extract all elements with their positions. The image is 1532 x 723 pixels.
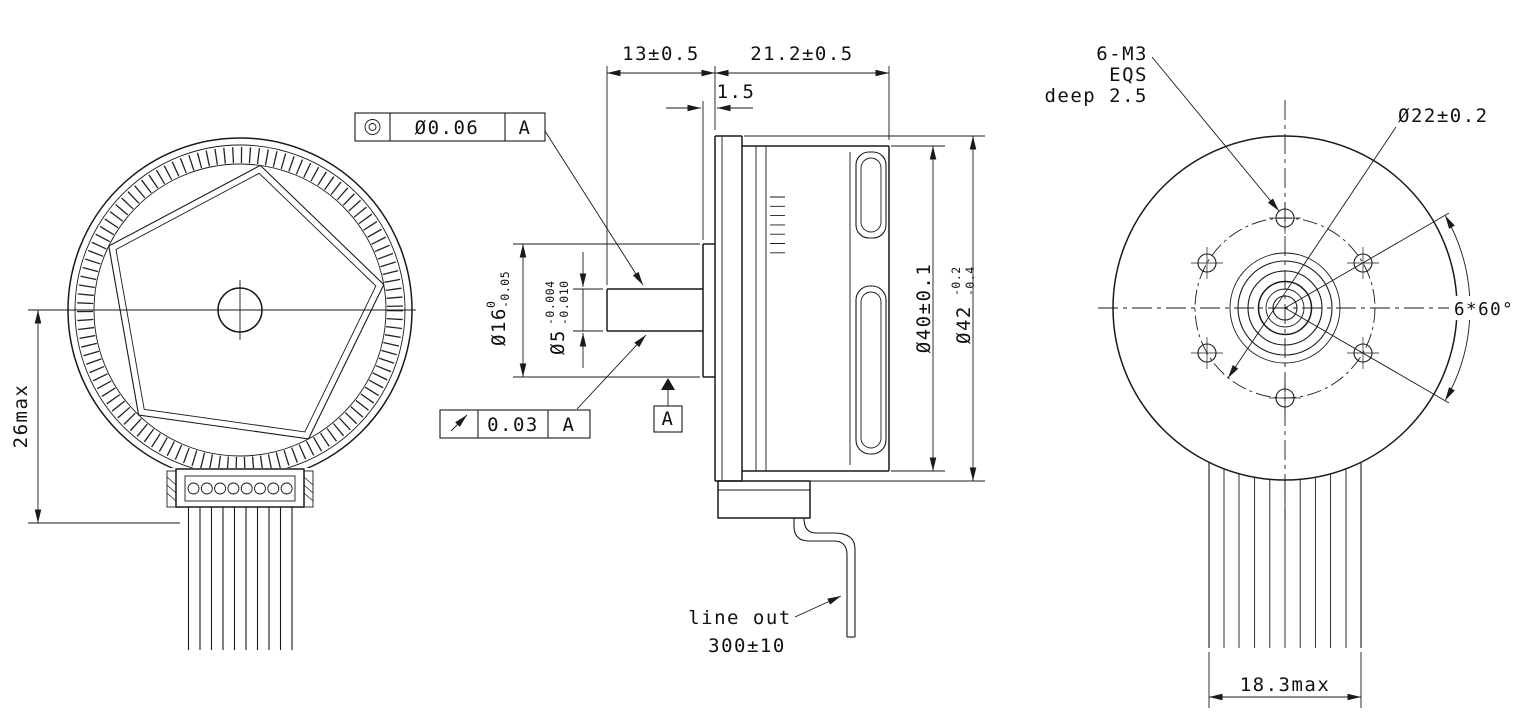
dim-body-dia-tol-upper: -0.2 <box>949 266 963 296</box>
dim-shaft-dia-tol-lower: -0.010 <box>557 280 571 325</box>
shaft-boss-outline <box>702 243 715 378</box>
mount-holes-line3: deep 2.5 <box>1044 85 1148 107</box>
magnet-slot-top <box>855 151 887 239</box>
shaft-outline <box>606 288 703 332</box>
bolt-circle-label: Ø22±0.2 <box>1398 105 1489 127</box>
dim-shaft-dia-label: Ø5 <box>547 329 569 355</box>
connector-mask <box>170 468 310 510</box>
dim-13-label: 13±0.5 <box>622 43 700 65</box>
gdt-runout-frame: 0.03 A <box>439 334 647 439</box>
wire-out-bend <box>793 517 856 638</box>
line-out-callout: line out 300±10 <box>688 595 842 657</box>
dim-1-5-label: 1.5 <box>717 81 756 103</box>
dim-boss-dia-label: Ø16 <box>488 307 510 346</box>
connector-pins <box>187 482 293 495</box>
wire-bundle-lines <box>1223 469 1347 648</box>
front-view: 26max <box>10 137 416 650</box>
side-view: 13±0.5 21.2±0.5 1.5 Ø0.06 A <box>354 43 985 657</box>
gdt-concentricity-frame: Ø0.06 A <box>354 112 644 286</box>
dim-body-dia-tol-lower: -0.4 <box>963 266 977 296</box>
gdt-runout-datum: A <box>563 414 576 436</box>
hole-angle-label: 6*60° <box>1454 300 1514 320</box>
connector-inner <box>184 475 296 502</box>
gdt-concentricity-datum: A <box>519 117 532 139</box>
connector-left-tab <box>166 470 177 508</box>
back-view: 6-M3 EQS deep 2.5 Ø22±0.2 6*60° <box>1044 43 1515 708</box>
wire-lines <box>187 507 293 650</box>
motor-body-outline <box>714 135 890 482</box>
datum-a-flag: A <box>653 378 683 433</box>
runout-icon <box>450 414 468 432</box>
connector-right-tab <box>303 470 314 508</box>
vent-lines <box>770 196 785 254</box>
gdt-runout-value: 0.03 <box>487 414 539 436</box>
dim-body-dia: Ø42 -0.2 -0.4 <box>744 135 985 482</box>
datum-a-label: A <box>662 408 675 430</box>
gdt-concentricity-value: Ø0.06 <box>415 117 480 139</box>
line-out-length: 300±10 <box>708 635 786 657</box>
line-out-leader <box>794 595 842 618</box>
mount-holes-callout: 6-M3 EQS deep 2.5 <box>1044 43 1280 212</box>
mount-holes-leader <box>1151 56 1280 212</box>
dim-21-2-label: 21.2±0.5 <box>750 43 854 65</box>
dim-boss-dia-tol-upper: 0 <box>484 301 498 308</box>
dim-1-5: 1.5 <box>666 81 756 240</box>
mount-holes-line2: EQS <box>1109 64 1148 86</box>
datum-triangle-icon <box>661 378 675 390</box>
side-connector <box>717 480 811 519</box>
dim-shaft-dia: Ø5 -0.004 -0.010 <box>543 252 603 368</box>
magnet-slot-bottom <box>855 285 887 455</box>
dim-stator-dia: Ø40±0.1 <box>891 145 945 472</box>
bolt-circle-leader <box>1227 126 1397 379</box>
gdt-concentricity-leader <box>544 130 644 286</box>
dim-26max-label: 26max <box>10 384 32 449</box>
hole-angle-dim: 6*60° <box>1284 212 1515 404</box>
line-out-label: line out <box>688 607 792 629</box>
rotor-pentagon-outer <box>108 164 385 440</box>
dim-21-2: 21.2±0.5 <box>715 43 890 140</box>
rotor-pentagon-inner <box>115 172 377 433</box>
concentricity-icon <box>364 119 381 135</box>
dim-18-3max-label: 18.3max <box>1240 674 1331 696</box>
dim-18-3max: 18.3max <box>1208 652 1362 708</box>
dim-shaft-dia-tol-upper: -0.004 <box>543 280 557 325</box>
gdt-runout-leader <box>576 334 647 410</box>
dim-stator-dia-label: Ø40±0.1 <box>913 263 935 354</box>
dim-body-dia-label: Ø42 <box>953 305 975 344</box>
dim-boss-dia: Ø16 0 -0.05 <box>484 243 700 378</box>
bolt-circle-callout: Ø22±0.2 <box>1227 105 1489 379</box>
dim-26max: 26max <box>10 310 180 524</box>
bearing-boss-circles <box>1229 252 1341 364</box>
wire-bundle <box>1208 462 1362 648</box>
mount-holes-line1: 6-M3 <box>1096 43 1148 65</box>
dim-boss-dia-tol-lower: -0.05 <box>498 271 512 308</box>
dim-13: 13±0.5 <box>606 43 716 285</box>
